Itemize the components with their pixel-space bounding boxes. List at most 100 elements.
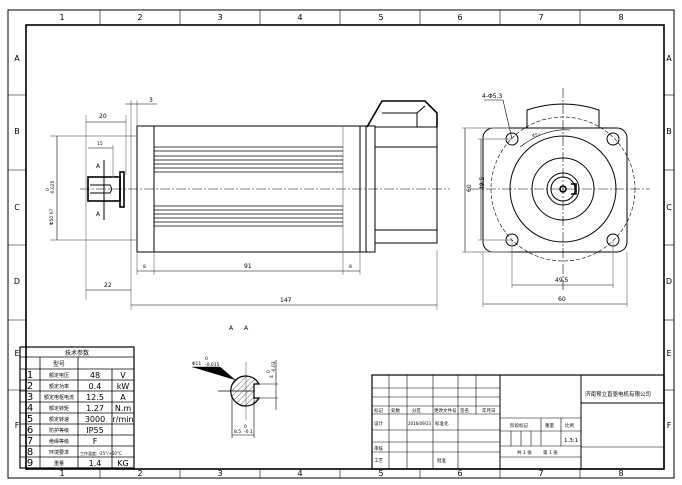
- col-label: 3: [217, 13, 222, 22]
- dim-22: 22: [104, 282, 112, 289]
- dim-shaft-diameter: Φ11: [192, 361, 201, 367]
- spec-table-frame: [19, 346, 135, 469]
- mount-hole: [606, 132, 620, 146]
- row-label: B: [666, 127, 672, 136]
- label-stage: 阶段标记: [510, 422, 528, 429]
- spec-row-value: 12.5: [86, 393, 104, 402]
- row-label: D: [666, 277, 672, 286]
- col-label: 2: [137, 469, 142, 478]
- col-label: 5: [378, 13, 383, 22]
- spec-row-name: 额定转矩: [49, 405, 69, 412]
- spec-row-number: 3: [27, 392, 33, 403]
- scale-value: 1.3:1: [564, 438, 578, 444]
- header-mark: 标记: [374, 407, 383, 414]
- header-count: 处数: [391, 407, 400, 414]
- row-label: E: [14, 349, 19, 358]
- grid-dividers: [8, 10, 674, 478]
- dim-key-tol: -0.03: [271, 361, 277, 373]
- label-review: 审核: [374, 445, 383, 452]
- connector-front: [526, 103, 600, 129]
- spec-row-number: 5: [27, 414, 33, 425]
- label-approve: 批准: [437, 457, 446, 464]
- dim-width-49-5: 49.5: [555, 277, 569, 284]
- spec-row-name: 重量: [54, 460, 64, 467]
- col-label: 8: [618, 469, 623, 478]
- dim-147: 147: [280, 297, 292, 304]
- spec-row-value: F: [93, 437, 98, 446]
- spec-row-name: 额定功率: [49, 383, 69, 390]
- header-date: 年月日: [482, 407, 496, 414]
- mounting-flange: [482, 127, 628, 253]
- flange-pilot: [119, 171, 125, 208]
- row-label: A: [666, 54, 672, 63]
- dim-holes: 4-Φ5.3: [482, 93, 502, 100]
- inner-frame: [25, 24, 665, 470]
- spec-row-number: 2: [27, 381, 33, 392]
- section-mark-a-bottom: A: [96, 211, 101, 218]
- label-scale: 比例: [565, 422, 574, 429]
- spec-row-number: 9: [27, 458, 33, 469]
- section-mark-a-top: A: [96, 163, 101, 170]
- section-title-a: A: [244, 325, 249, 332]
- dim-pilot-diameter: Φ50 h7: [49, 208, 55, 225]
- spec-row-unit: V: [120, 371, 126, 380]
- header-zone: 分区: [412, 407, 421, 414]
- spec-row-value: IP55: [86, 426, 103, 435]
- spec-row-value: 1.4: [89, 459, 102, 468]
- header-change-doc: 更改文件号: [434, 407, 457, 414]
- spec-table-title: 技术参数: [65, 349, 89, 357]
- encoder-housing: [374, 126, 438, 244]
- spec-row-number: 6: [27, 425, 33, 436]
- col-label: 6: [457, 469, 462, 478]
- label-design: 设计: [374, 420, 383, 427]
- row-label: E: [666, 349, 671, 358]
- spec-row-name: 额定电压: [49, 372, 69, 379]
- title-block: [371, 374, 665, 470]
- col-label: 5: [378, 469, 383, 478]
- dim-3: 3: [149, 97, 153, 104]
- col-label: 7: [538, 13, 543, 22]
- dim-20: 20: [99, 113, 107, 120]
- header-sign: 签名: [460, 407, 469, 414]
- dim-shaft-tol: -0.015: [205, 362, 220, 368]
- spec-row-unit: r/min: [112, 415, 133, 424]
- sheet-number: 第 1 张: [543, 449, 558, 456]
- spec-row-unit: A: [120, 393, 126, 402]
- dim-flat-tol: -0.1: [244, 429, 253, 435]
- dim-15: 15: [97, 141, 103, 147]
- col-label: 3: [217, 469, 222, 478]
- section-title-a: A: [229, 325, 234, 332]
- col-label: 7: [538, 469, 543, 478]
- spec-row-value: 3000: [85, 415, 105, 424]
- dim-key-tol-up: 0: [266, 370, 272, 373]
- dim-shaft-tol-up: 0: [205, 356, 208, 362]
- label-weight: 重量: [545, 422, 554, 429]
- col-label: 6: [457, 13, 462, 22]
- col-label: 1: [59, 469, 64, 478]
- row-label: C: [14, 203, 20, 212]
- spec-row-number: 1: [27, 370, 33, 381]
- dim-91: 91: [244, 263, 252, 270]
- col-label: 4: [297, 13, 302, 22]
- spec-row-name: 额定电枢电流: [44, 394, 74, 401]
- label-process: 工艺: [374, 458, 383, 464]
- spec-row-name: 环境要求: [49, 449, 69, 456]
- row-label: D: [14, 277, 20, 286]
- shaft-section: [230, 375, 260, 407]
- sheets-total: 共 1 张: [517, 449, 532, 456]
- spec-row-name: 绝缘等级: [49, 438, 69, 445]
- design-date: 2016/09/23: [408, 421, 432, 426]
- shaft-end: [559, 185, 567, 193]
- col-label: 1: [59, 13, 64, 22]
- col-label: 4: [297, 469, 302, 478]
- dim-flat: 8.5: [234, 429, 241, 435]
- connector: [366, 100, 438, 128]
- row-label: F: [667, 421, 672, 430]
- dim-8-front: 8: [143, 264, 146, 270]
- dim-8-rear: 8: [349, 264, 352, 270]
- dim-height-49-5: 49.5: [479, 176, 486, 190]
- row-label: B: [14, 127, 20, 136]
- dim-width-60: 60: [558, 296, 566, 303]
- row-label: A: [14, 54, 20, 63]
